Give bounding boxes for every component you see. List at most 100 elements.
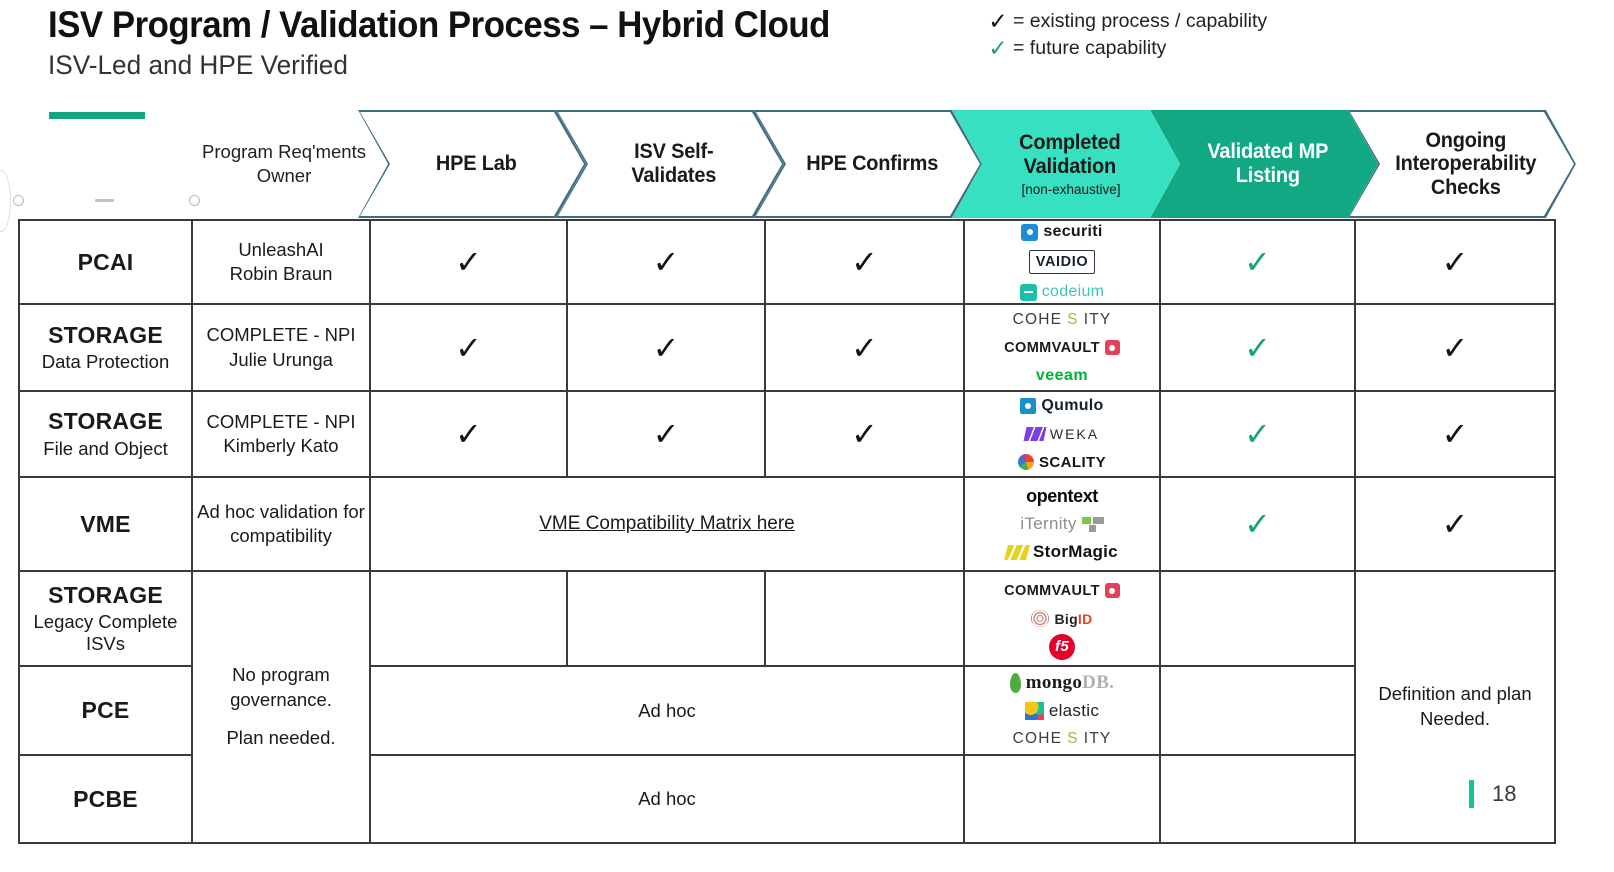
- cell-ongoing-interop: ✓: [1356, 219, 1556, 305]
- logo-commvault: COMMVAULT: [1004, 338, 1120, 358]
- check-icon: ✓: [851, 329, 878, 366]
- check-icon: ✓: [455, 244, 482, 280]
- title-block: ISV Program / Validation Process – Hybri…: [48, 5, 988, 81]
- selection-handle-left[interactable]: [13, 195, 24, 206]
- process-step-label: Validated MP Listing: [1207, 140, 1329, 187]
- logo-qumulo: Qumulo: [1020, 396, 1103, 416]
- cell-validated-mp-listing: ✓: [1161, 478, 1356, 572]
- chevron-fill: [1350, 112, 1574, 216]
- row-category-pcai: PCAI: [18, 219, 193, 305]
- cell-ongoing-interop: ✓: [1356, 478, 1556, 572]
- category-subtitle: File and Object: [43, 437, 168, 459]
- cell-hpe-confirms: ✓: [766, 219, 965, 305]
- selection-handle-right[interactable]: [189, 195, 200, 206]
- cell-ongoing-interop: ✓: [1356, 392, 1556, 478]
- cell-ongoing-interop: ✓: [1356, 305, 1556, 392]
- row-category-pce: PCE: [18, 667, 193, 756]
- process-step-1[interactable]: HPE Lab: [358, 110, 586, 218]
- check-icon: ✓: [988, 8, 1008, 34]
- category-title: PCAI: [77, 248, 134, 275]
- category-title: STORAGE: [48, 321, 163, 348]
- row-category-vme: VME: [18, 478, 193, 572]
- process-step-2[interactable]: ISV Self-Validates: [556, 110, 784, 218]
- legend-label: = existing process / capability: [1013, 10, 1268, 32]
- cell-hpe-lab: ✓: [371, 305, 568, 392]
- logo-scality: SCALITY: [1018, 452, 1106, 472]
- legend-item-future: ✓ = future capability: [985, 35, 1267, 62]
- cell-hpe-lab: ✓: [371, 219, 568, 305]
- cell-isv-self: ✓: [568, 305, 766, 392]
- check-icon: ✓: [1441, 416, 1469, 452]
- cell-hpe-confirms: ✓: [766, 305, 965, 392]
- process-step-4[interactable]: Completed Validation [non-exhaustive]: [952, 110, 1180, 218]
- process-step-3[interactable]: HPE Confirms: [754, 110, 982, 218]
- page-subtitle: ISV-Led and HPE Verified: [48, 49, 348, 80]
- process-step-label: ISV Self-Validates: [631, 140, 717, 187]
- category-title: PCBE: [73, 785, 138, 812]
- cell-validated-mp-listing: [1161, 572, 1356, 667]
- logo-codeium: codeium: [1019, 282, 1105, 302]
- logo-elastic: elastic: [1024, 701, 1099, 721]
- check-icon: ✓: [652, 329, 680, 366]
- cell-hpe-confirms: ✓: [766, 392, 965, 478]
- process-step-label: Completed Validation: [1019, 131, 1121, 178]
- process-step-label: HPE Lab: [435, 152, 517, 176]
- process-step-5[interactable]: Validated MP Listing: [1150, 110, 1378, 218]
- category-title: VME: [80, 510, 131, 537]
- category-title: STORAGE: [48, 408, 163, 435]
- category-subtitle: Legacy Complete ISVs: [33, 611, 178, 655]
- category-title: PCE: [81, 697, 130, 724]
- logo-commvault: COMMVAULT: [1004, 581, 1120, 601]
- cell-hpe-confirms: [766, 572, 965, 667]
- ongoing-note-text: Definition and plan Needed.: [1378, 683, 1532, 729]
- accent-bar: [49, 112, 145, 119]
- category-title: STORAGE: [48, 581, 163, 608]
- owner-text: Ad hoc validation for compatibility: [197, 500, 365, 546]
- vme-compatibility-matrix-link[interactable]: VME Compatibility Matrix here: [539, 513, 795, 534]
- legend: ✓ = existing process / capability ✓ = fu…: [985, 8, 1267, 62]
- process-step-sublabel: [non-exhaustive]: [1021, 181, 1121, 197]
- check-icon: ✓: [851, 244, 878, 280]
- cell-completed-validation: [965, 756, 1161, 844]
- chevron-fill: [756, 112, 980, 216]
- legend-label: = future capability: [1013, 37, 1167, 59]
- cell-validated-mp-listing: ✓: [1161, 305, 1356, 392]
- process-step-label: Ongoing Interoperability Checks: [1395, 128, 1537, 199]
- chevron-fill: [360, 112, 584, 216]
- cell-validated-mp-listing: [1161, 756, 1356, 844]
- adhoc-label: Ad hoc: [638, 788, 696, 809]
- row-category-storage: STORAGE Legacy Complete ISVs: [18, 572, 193, 667]
- process-step-6[interactable]: Ongoing Interoperability Checks: [1348, 110, 1576, 218]
- check-icon: ✓: [455, 416, 482, 452]
- chevron-fill: [558, 112, 782, 216]
- legend-item-existing: ✓ = existing process / capability: [985, 8, 1267, 35]
- cell-isv-self: ✓: [568, 392, 766, 478]
- ongoing-note-merged: Definition and plan Needed.: [1356, 572, 1556, 844]
- slide-number: 18: [1469, 780, 1516, 808]
- slide-number-value: 18: [1492, 781, 1517, 806]
- check-icon: ✓: [1244, 416, 1271, 452]
- vme-link-cell[interactable]: VME Compatibility Matrix here: [371, 478, 965, 572]
- cell-hpe-lab: [371, 572, 568, 667]
